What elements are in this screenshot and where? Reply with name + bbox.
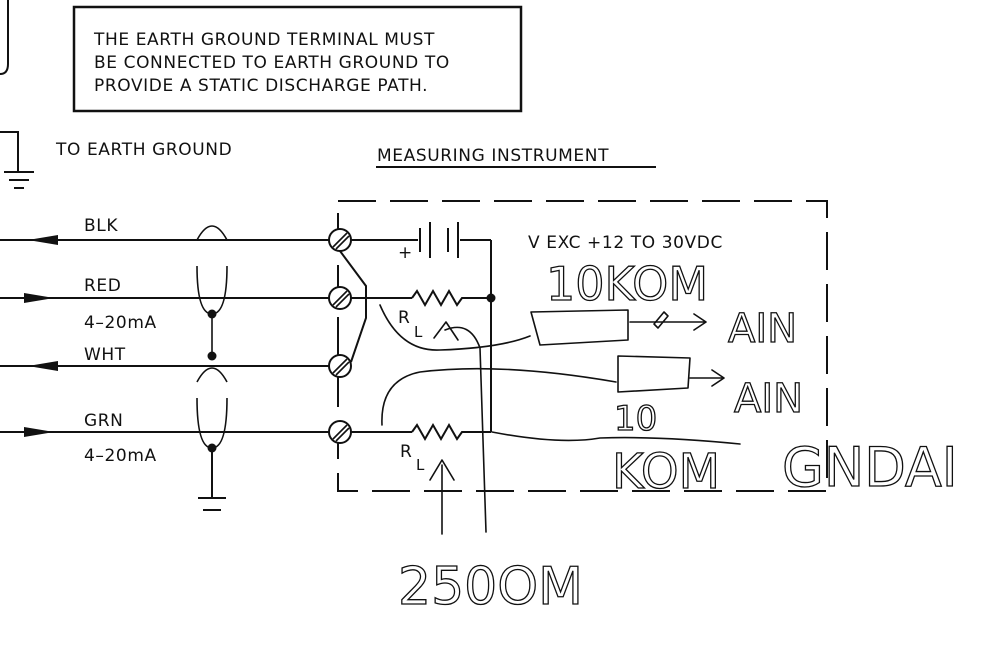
arrow-right-icon bbox=[24, 427, 54, 437]
handwritten-gndai: GNDAI bbox=[782, 436, 958, 499]
terminal-screw-icon bbox=[328, 420, 352, 444]
terminal-screw-icon bbox=[328, 286, 352, 310]
instrument-title: MEASURING INSTRUMENT bbox=[377, 146, 609, 166]
note-box bbox=[72, 5, 523, 113]
note-line-1: THE EARTH GROUND TERMINAL MUST bbox=[93, 30, 435, 50]
handwritten-10kom: 10KOM bbox=[546, 257, 708, 311]
frame-corner bbox=[0, 0, 9, 75]
note-line-2: BE CONNECTED TO EARTH GROUND TO bbox=[94, 53, 450, 73]
handwritten-kom: KOM bbox=[612, 444, 720, 500]
earth-ground-icon bbox=[0, 131, 34, 189]
rl1-subscript: L bbox=[414, 323, 423, 341]
rl1-label: R bbox=[398, 308, 410, 328]
handwritten-ain-1: AIN bbox=[728, 306, 797, 352]
handwritten-10: 10 bbox=[614, 399, 657, 439]
wire-label-red: RED bbox=[84, 276, 121, 296]
instrument-box bbox=[337, 200, 828, 492]
wire-grn bbox=[0, 427, 338, 437]
vexc-label: V EXC +12 TO 30VDC bbox=[528, 233, 723, 253]
arrow-left-icon bbox=[28, 235, 58, 245]
wire-label-grn: GRN bbox=[84, 411, 124, 431]
battery-plus-label: + bbox=[398, 243, 413, 263]
terminal-block bbox=[328, 228, 352, 444]
wire-label-wht: WHT bbox=[84, 345, 126, 365]
handwritten-250om: 250OM bbox=[398, 557, 583, 617]
current-label-2: 4–20mA bbox=[84, 446, 157, 466]
wire-wht bbox=[0, 361, 338, 371]
pencil-icon bbox=[653, 311, 669, 329]
earth-ground-label: TO EARTH GROUND bbox=[55, 140, 232, 160]
handwritten-ain-2: AIN bbox=[734, 376, 803, 422]
current-label-1: 4–20mA bbox=[84, 313, 157, 333]
arrow-left-icon bbox=[28, 361, 58, 371]
note-line-3: PROVIDE A STATIC DISCHARGE PATH. bbox=[94, 76, 428, 96]
cable-shield-icon bbox=[196, 225, 228, 511]
rl2-label: R bbox=[400, 442, 412, 462]
wire-red bbox=[0, 293, 338, 303]
handwritten-annotations bbox=[379, 304, 741, 535]
rl2-subscript: L bbox=[416, 456, 425, 474]
terminal-screw-icon bbox=[328, 228, 352, 252]
wire-blk bbox=[0, 235, 338, 245]
wire-label-blk: BLK bbox=[84, 216, 118, 236]
instrument-wiring bbox=[339, 222, 496, 442]
terminal-screw-icon bbox=[328, 354, 352, 378]
arrow-right-icon bbox=[24, 293, 54, 303]
